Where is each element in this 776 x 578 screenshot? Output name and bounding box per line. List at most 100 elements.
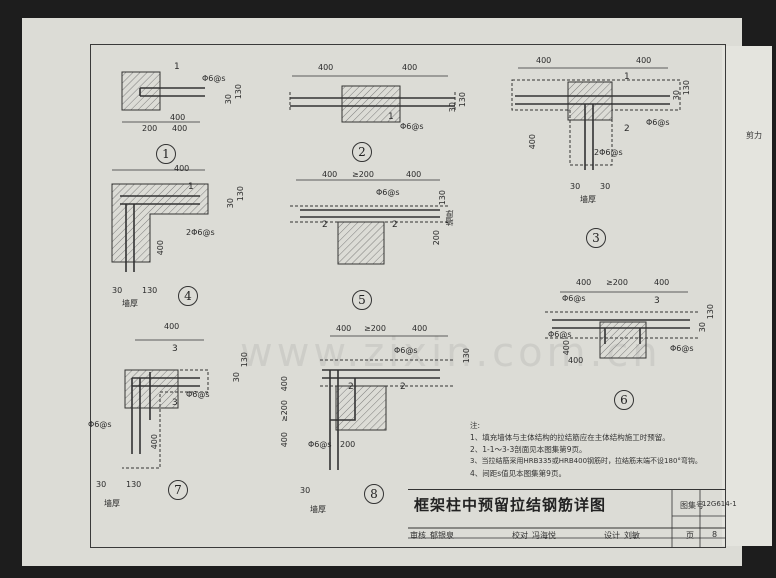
fig3-dim: 400 (536, 56, 552, 65)
fig4-rebar-label: 2Φ6@s (186, 228, 215, 237)
figure-number-8: 8 (364, 484, 384, 504)
watermark-text: www.zixin.com.cn (240, 330, 662, 376)
fig1-column (121, 71, 161, 111)
atlas-no-label: 图集号 (680, 501, 704, 510)
fig4-section-mark: 1 (188, 182, 194, 192)
fig8-dim: 400 (280, 376, 289, 392)
drawing-frame (90, 44, 726, 548)
fig8-dim: 130 (462, 348, 471, 364)
page-label: 页 (686, 531, 694, 540)
fig1-dim: 400 (172, 124, 188, 133)
notes-heading: 注: (470, 421, 481, 430)
figure-number-5: 5 (352, 290, 372, 310)
fig1-dim: 400 (170, 113, 186, 122)
fig5-dim: 130 (438, 190, 447, 206)
fig1-dim: 30 (224, 94, 233, 105)
fig6-section-mark: 3 (654, 296, 660, 306)
check-name: 冯海悦 (532, 531, 556, 540)
fig3-dim: 30 (600, 182, 611, 191)
fig8-rebar-label: Φ6@s (394, 346, 418, 355)
fig4-dim: 130 (236, 186, 245, 202)
fig8-dim: ≥200 (364, 324, 386, 333)
fig8-dim: 200 (340, 440, 356, 449)
side-tab-label: 剪力 (746, 131, 762, 140)
note-item: 3、当拉结筋采用HRB335或HRB400钢筋时，拉结筋末端不设180°弯钩。 (470, 457, 702, 465)
fig7-dim: 400 (164, 322, 180, 331)
fig2-rebar-label: Φ6@s (400, 122, 424, 131)
fig6-dim: 30 (698, 322, 707, 333)
fig5-dim: 200 (432, 230, 441, 246)
page-value: 8 (712, 530, 718, 539)
figure-number-3: 3 (586, 228, 606, 248)
review-name: 郁银泉 (430, 531, 454, 540)
fig5-dim: ≥200 (352, 170, 374, 179)
fig2-dim: 130 (458, 92, 467, 108)
fig6-dim: 400 (654, 278, 670, 287)
adjacent-page: 剪力 (722, 46, 772, 546)
design-name: 刘敏 (624, 531, 640, 540)
fig5-rebar-label: Φ6@s (376, 188, 400, 197)
fig4-dim: 30 (226, 198, 235, 209)
drawing-title: 框架柱中预留拉结钢筋详图 (414, 496, 607, 514)
fig6-dim: 400 (562, 340, 571, 356)
fig6-dim: 130 (706, 304, 715, 320)
fig8-dim: 400 (280, 432, 289, 448)
fig5-section-mark: 2 (322, 220, 328, 230)
fig3-rebar-label: Φ6@s (646, 118, 670, 127)
fig3-section-mark: 1 (624, 72, 630, 82)
fig8-dim: 400 (412, 324, 428, 333)
fig1-rebar-label: Φ6@s (202, 74, 226, 83)
fig7-rebar-label: Φ6@s (186, 390, 210, 399)
figure-number-6: 6 (614, 390, 634, 410)
fig6-dim: ≥200 (606, 278, 628, 287)
fig7-section-mark: 3 (172, 344, 178, 354)
title-block: 框架柱中预留拉结钢筋详图 图集号 12G614-1 审核 郁银泉 校对 冯海悦 … (408, 489, 737, 549)
fig7-dim: 130 (240, 352, 249, 368)
fig8-rebar-label: Φ6@s (308, 440, 332, 449)
fig6-rebar-label: Φ6@s (670, 344, 694, 353)
fig5-dim: 400 (406, 170, 422, 179)
fig6-dim: 400 (576, 278, 592, 287)
fig2-dim: 400 (318, 63, 334, 72)
fig3-wall-label: 墙厚 (580, 195, 596, 204)
fig3-dim: 30 (672, 90, 681, 101)
fig1-section-mark: 1 (174, 62, 180, 72)
note-item: 2、1-1～3-3剖面见本图集第9页。 (470, 445, 587, 454)
fig5-dim: 400 (322, 170, 338, 179)
fig3-section-mark: 2 (624, 124, 630, 134)
review-label: 审核 (410, 531, 426, 540)
fig2-dim: 30 (448, 102, 457, 113)
fig6-rebar-label: Φ6@s (562, 294, 586, 303)
fig4-wall-label: 墙厚 (122, 299, 138, 308)
fig2-dim: 400 (402, 63, 418, 72)
atlas-no-value: 12G614-1 (702, 500, 737, 508)
figure-number-7: 7 (168, 480, 188, 500)
fig7-wall-label: 墙厚 (104, 499, 120, 508)
note-item: 4、间距s值见本图集第9页。 (470, 469, 566, 478)
fig7-dim: 30 (232, 372, 241, 383)
fig8-section-mark: 2 (348, 382, 354, 392)
fig8-section-mark: 2 (400, 382, 406, 392)
fig8-dim: ≥200 (280, 400, 289, 422)
fig8-wall-label: 墙厚 (310, 505, 326, 514)
note-item: 1、填充墙体与主体结构的拉结筋应在主体结构施工时预留。 (470, 433, 670, 442)
fig8-dim: 400 (336, 324, 352, 333)
fig7-dim: 130 (126, 480, 142, 489)
design-label: 设计 (604, 531, 620, 540)
fig4-dim: 30 (112, 286, 123, 295)
fig4-dim: 130 (142, 286, 158, 295)
fig6-rebar-label: Φ6@s (548, 330, 572, 339)
fig5-wall-label: 墙厚 (445, 210, 454, 226)
fig3-dim: 30 (570, 182, 581, 191)
fig7-rebar-label: Φ6@s (88, 420, 112, 429)
fig3-rebar-label: 2Φ6@s (594, 148, 623, 157)
fig8-dim: 30 (300, 486, 311, 495)
fig3-dim: 130 (682, 80, 691, 96)
fig7-dim: 400 (150, 434, 159, 450)
fig7-section-mark: 3 (172, 398, 178, 408)
figure-number-2: 2 (352, 142, 372, 162)
fig4-dim: 400 (174, 164, 190, 173)
figure-number-4: 4 (178, 286, 198, 306)
fig1-dim: 200 (142, 124, 158, 133)
